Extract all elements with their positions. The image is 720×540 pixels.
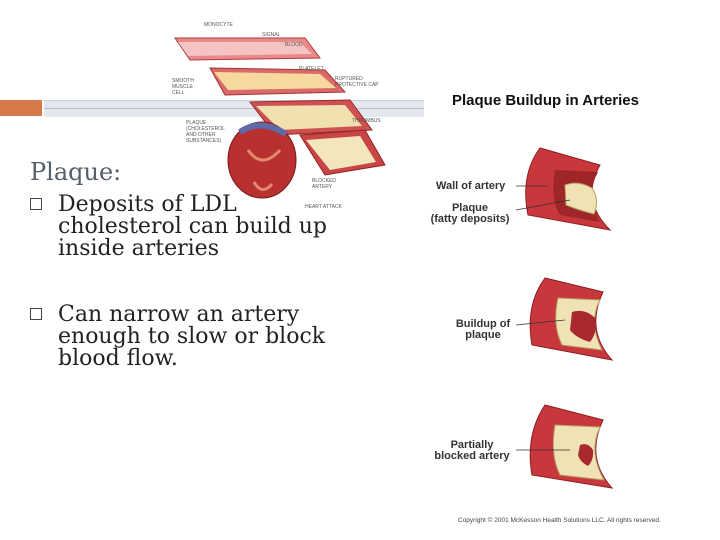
bullet-list: Deposits of LDL cholesterol can build up… [30,194,330,414]
copyright: Copyright © 2001 McKesson Health Solutio… [458,517,661,524]
label-platelet: PLATELET [299,66,324,72]
bullet-box-icon [30,308,42,320]
label-heart-attack: HEART ATTACK [305,204,342,210]
artery-section-1 [525,147,612,231]
label-signal: SIGNAL [262,32,281,38]
bullet-box-icon [30,198,42,210]
bullet-text: Can narrow an artery enough to slow or b… [58,302,326,371]
bullet-item: Deposits of LDL cholesterol can build up… [30,194,330,260]
slide-title: Plaque: [30,158,122,186]
label-wall-of-artery: Wall of artery [436,180,506,192]
artery-section-3 [529,404,614,489]
bullet-text: Deposits of LDL cholesterol can build up… [58,192,327,261]
figure-title: Plaque Buildup in Arteries [452,92,639,109]
bullet-item: Can narrow an artery enough to slow or b… [30,304,330,370]
artery-section-2 [529,277,614,361]
accent-bar [0,100,42,116]
label-monocyte: MONOCYTE [204,22,233,28]
artery-diagram [174,37,386,199]
label-plaque: Plaque(fatty deposits) [430,202,510,225]
label-thrombus: THROMBUS [352,118,381,124]
label-blood: BLOOD [285,42,303,48]
